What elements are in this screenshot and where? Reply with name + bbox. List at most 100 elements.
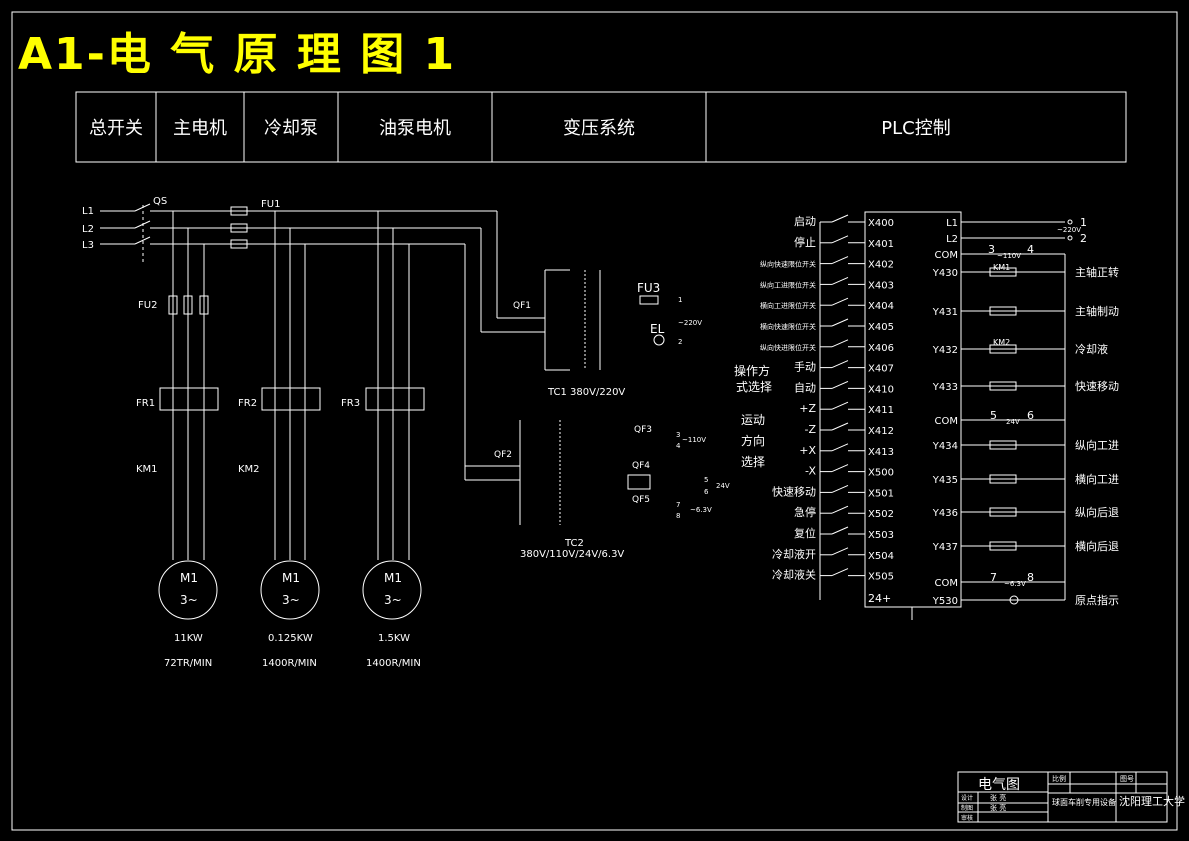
km1-label: KM1 xyxy=(136,464,158,475)
tb-drawing-no: 图号 xyxy=(1120,775,1134,783)
drawing-title: A1-电 气 原 理 图 1 xyxy=(18,29,457,80)
transformer-circuit: QF1 QF2 QF3 QF4 QF5 FU3 EL TC1 380V/220V… xyxy=(464,211,730,560)
header-transformer: 变压系统 xyxy=(563,118,635,139)
qf2-label: QF2 xyxy=(494,450,512,460)
plc-num-7: 7 xyxy=(990,571,997,584)
plc-input-addr: X412 xyxy=(868,426,894,437)
plc-output-addr: L1 xyxy=(946,218,958,229)
input-contact xyxy=(831,380,849,389)
line-label-l3: L3 xyxy=(82,240,94,251)
plc-output-addr: COM xyxy=(935,250,958,261)
plc-input-addr: X500 xyxy=(868,468,894,479)
t-term-4: 4 xyxy=(676,442,681,450)
plc-input-addr: X501 xyxy=(868,488,894,499)
motor-column-2 xyxy=(260,211,321,620)
t-term-5: 5 xyxy=(704,476,708,484)
plc-num-3: 3 xyxy=(988,243,995,256)
plc-input-label: -X xyxy=(805,465,816,478)
qs-label: QS xyxy=(153,196,167,207)
plc-output-term: 1 xyxy=(1080,216,1087,229)
tb-designer: 设计 xyxy=(961,794,973,802)
plc-input-addr: X413 xyxy=(868,447,894,458)
km2-coil-label: KM2 xyxy=(993,338,1010,347)
tc2-spec: 380V/110V/24V/6.3V xyxy=(520,549,624,560)
input-contact xyxy=(831,235,849,244)
plc-24plus: 24+ xyxy=(868,592,891,605)
input-contact xyxy=(831,318,849,327)
output-coil xyxy=(989,440,1017,450)
plc-input-addr: X502 xyxy=(868,509,894,520)
plc-input-label: 横向工进限位开关 xyxy=(760,301,816,310)
input-contact xyxy=(831,422,849,431)
tc1-220v: ~220V xyxy=(678,319,702,327)
power-circuit: L1 L2 L3 QS FU1 FU2 FR1 xyxy=(82,196,497,669)
tb-name-1: 张 亮 xyxy=(990,793,1006,802)
group-dir-1: 运动 xyxy=(741,413,765,427)
input-contact xyxy=(831,526,849,535)
plc-num-4: 4 xyxy=(1027,243,1034,256)
motor1-phase: 3~ xyxy=(180,593,198,607)
qf4-label: QF4 xyxy=(632,461,650,471)
motor1-speed: 72TR/MIN xyxy=(164,658,212,669)
plc-output-addr: COM xyxy=(935,578,958,589)
plc-input-addr: X401 xyxy=(868,239,894,250)
plc-inputs: X400启动X401停止X402纵向快速限位开关X403纵向工进限位开关X404… xyxy=(760,214,894,583)
t-term-6: 6 xyxy=(704,488,709,496)
header-plc-control: PLC控制 xyxy=(881,118,951,139)
plc-input-addr: X505 xyxy=(868,572,894,583)
header-coolant-pump: 冷却泵 xyxy=(264,118,318,139)
input-contact xyxy=(831,360,849,369)
input-contact xyxy=(831,256,849,265)
el-label: EL xyxy=(650,322,665,336)
input-contact xyxy=(831,568,849,577)
motor3-power: 1.5KW xyxy=(378,633,410,644)
motor1-label: M1 xyxy=(180,571,198,585)
plc-input-label: +X xyxy=(799,444,816,457)
input-contact xyxy=(831,276,849,285)
tc2-24v: 24V xyxy=(716,482,730,490)
input-contact xyxy=(831,297,849,306)
plc-input-label: 停止 xyxy=(794,235,816,249)
plc-input-label: 快速移动 xyxy=(772,485,816,498)
plc-input-label: 启动 xyxy=(794,215,816,228)
plc-input-label: 自动 xyxy=(794,381,816,394)
tb-name-2: 张 亮 xyxy=(990,803,1006,812)
tc2-110v: ~110V xyxy=(682,436,706,444)
plc-output-label: 主轴正转 xyxy=(1075,265,1119,279)
t-term-7: 7 xyxy=(676,501,680,509)
motor2-phase: 3~ xyxy=(282,593,300,607)
plc-input-addr: X403 xyxy=(868,280,894,291)
input-contact xyxy=(831,214,849,223)
tb-drafter: 制图 xyxy=(961,804,973,812)
output-coil xyxy=(989,474,1017,484)
plc-num-8: 8 xyxy=(1027,571,1034,584)
input-contact xyxy=(831,547,849,556)
plc-input-addr: X405 xyxy=(868,322,894,333)
fr2-label: FR2 xyxy=(238,398,257,409)
title-block: 电气图 比例 图号 设计 制图 审核 张 亮 张 亮 球面车削专用设备 沈阳理工… xyxy=(957,771,1185,823)
motor3-phase: 3~ xyxy=(384,593,402,607)
t-term-2: 2 xyxy=(678,338,682,346)
plc-output-addr: Y530 xyxy=(932,596,958,607)
tc2-label: TC2 xyxy=(564,538,584,549)
plc-input-label: +Z xyxy=(799,402,816,415)
plc-output-addr: Y431 xyxy=(932,307,958,318)
plc-output-label: 纵向工进 xyxy=(1075,438,1119,452)
plc-input-label: 纵向快进限位开关 xyxy=(760,343,816,352)
plc-input-label: 冷却液开 xyxy=(772,547,816,561)
plc-input-label: -Z xyxy=(804,423,816,436)
line-label-l1: L1 xyxy=(82,206,94,217)
km2-label: KM2 xyxy=(238,464,260,475)
output-coil xyxy=(989,381,1017,391)
t-term-8: 8 xyxy=(676,512,680,520)
qf3-label: QF3 xyxy=(634,425,652,435)
fr3-label: FR3 xyxy=(341,398,360,409)
plc-input-addr: X402 xyxy=(868,260,894,271)
header-oil-pump-motor: 油泵电机 xyxy=(379,118,451,139)
plc-220v: ~220V xyxy=(1057,226,1081,234)
fu2-label: FU2 xyxy=(138,300,157,311)
plc-num-6: 6 xyxy=(1027,409,1034,422)
plc-output-term: 2 xyxy=(1080,232,1087,245)
plc-input-addr: X504 xyxy=(868,551,894,562)
